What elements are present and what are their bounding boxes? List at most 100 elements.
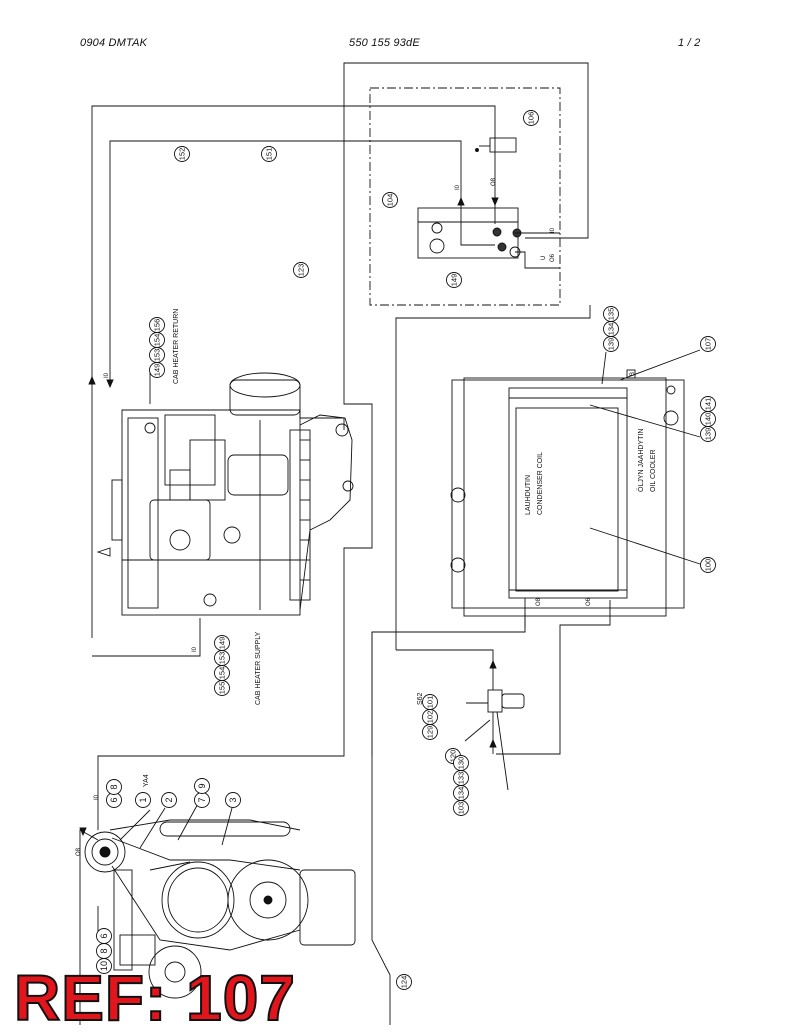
svg-text:154: 154 bbox=[218, 667, 227, 680]
callout-cooler-right-141: 141 bbox=[700, 396, 716, 412]
svg-text:107: 107 bbox=[704, 338, 713, 351]
callout-left-bottom-6: 6 bbox=[96, 928, 112, 944]
svg-text:2: 2 bbox=[164, 797, 174, 802]
svg-text:130: 130 bbox=[457, 757, 466, 770]
callout-123: 123 bbox=[293, 262, 309, 278]
svg-text:134: 134 bbox=[607, 323, 616, 336]
callout-cooler-right-139: 139 bbox=[700, 426, 716, 442]
callout-cab-supply-155: 155 bbox=[214, 680, 230, 696]
mark-u: U bbox=[541, 256, 547, 260]
callout-151: 151 bbox=[261, 146, 277, 162]
svg-text:10: 10 bbox=[99, 961, 109, 971]
ref-stamp: REF: 107 bbox=[13, 962, 296, 1034]
svg-text:134: 134 bbox=[457, 787, 466, 800]
svg-text:149: 149 bbox=[218, 637, 227, 650]
callout-cab-return-153: 153 bbox=[149, 347, 165, 363]
pipe-123 bbox=[97, 262, 373, 830]
callout-2: 2 bbox=[161, 792, 177, 808]
mark-o8-c: O8 bbox=[76, 847, 82, 856]
callout-valve-bottom-133: 133 bbox=[453, 770, 469, 786]
svg-text:135: 135 bbox=[607, 308, 616, 321]
callout-cab-return-149: 149 bbox=[149, 362, 165, 378]
callout-valve-top-129: 129 bbox=[422, 724, 438, 740]
label-condenser-fi: LAUHDUTIN bbox=[525, 475, 532, 515]
svg-text:141: 141 bbox=[704, 398, 713, 411]
svg-text:154: 154 bbox=[153, 334, 162, 347]
mark-i0-d: I0 bbox=[192, 646, 198, 652]
header-page: 1 / 2 bbox=[678, 37, 701, 49]
svg-text:139: 139 bbox=[704, 428, 713, 441]
callout-cab-return-156: 156 bbox=[149, 317, 165, 333]
mark-o8-b: O8 bbox=[536, 597, 542, 606]
label-oil-cooler-en: OIL COOLER bbox=[650, 449, 657, 492]
svg-text:8: 8 bbox=[99, 948, 109, 953]
callout-1: 1 bbox=[135, 792, 151, 808]
callout-cooler-top-139: 139 bbox=[603, 336, 619, 352]
svg-text:7: 7 bbox=[197, 797, 207, 802]
mark-o6-a: O6 bbox=[550, 253, 556, 262]
svg-text:6: 6 bbox=[99, 933, 109, 938]
mark-i0-c: I0 bbox=[104, 372, 110, 378]
callout-valve-bottom-103: 103 bbox=[453, 800, 469, 816]
svg-text:151: 151 bbox=[265, 148, 274, 161]
svg-text:139: 139 bbox=[607, 338, 616, 351]
cooler-assembly bbox=[371, 305, 701, 756]
mark-o6-b: O6 bbox=[586, 597, 592, 606]
callout-cab-supply-154: 154 bbox=[214, 665, 230, 681]
svg-text:100: 100 bbox=[704, 559, 713, 572]
header-part-number: 550 155 93dE bbox=[349, 37, 420, 49]
callout-149: 149 bbox=[446, 272, 462, 288]
svg-text:133: 133 bbox=[457, 772, 466, 785]
callout-106: 106 bbox=[523, 110, 539, 126]
valve-assembly bbox=[396, 649, 525, 791]
label-cab-heater-return: CAB HEATER RETURN bbox=[173, 309, 180, 384]
svg-text:1: 1 bbox=[138, 797, 148, 802]
callout-valve-top-101: 101 bbox=[422, 694, 438, 710]
svg-text:6: 6 bbox=[109, 797, 119, 802]
callout-107: 107 bbox=[700, 336, 716, 352]
label-ya4: YA4 bbox=[143, 774, 150, 787]
callout-cab-supply-153: 153 bbox=[214, 650, 230, 666]
header-code: 0904 DMTAK bbox=[80, 37, 148, 49]
callout-valve-bottom-134: 134 bbox=[453, 785, 469, 801]
callout-152: 152 bbox=[174, 146, 190, 162]
callout-124: 124 bbox=[396, 974, 412, 990]
callout-cab-supply-149: 149 bbox=[214, 635, 230, 651]
mark-b: B bbox=[630, 372, 636, 376]
label-condenser-en: CONDENSER COIL bbox=[537, 452, 544, 515]
svg-text:153: 153 bbox=[153, 349, 162, 362]
svg-text:3: 3 bbox=[228, 797, 238, 802]
callout-104: 104 bbox=[382, 192, 398, 208]
svg-text:149: 149 bbox=[450, 274, 459, 287]
svg-text:140: 140 bbox=[704, 413, 713, 426]
callout-valve-bottom-130: 130 bbox=[453, 755, 469, 771]
svg-text:149: 149 bbox=[153, 364, 162, 377]
label-cab-heater-supply: CAB HEATER SUPPLY bbox=[255, 631, 262, 705]
label-s62: S62 bbox=[417, 692, 424, 705]
callout-8: 8 bbox=[106, 779, 122, 795]
svg-text:102: 102 bbox=[426, 711, 435, 724]
label-oil-cooler-fi: ÖLJYN JAAHDYTIN bbox=[637, 429, 645, 492]
callout-100: 100 bbox=[700, 557, 716, 573]
svg-text:156: 156 bbox=[153, 319, 162, 332]
svg-text:8: 8 bbox=[109, 784, 119, 789]
svg-text:9: 9 bbox=[197, 783, 207, 788]
callout-cooler-right-140: 140 bbox=[700, 411, 716, 427]
svg-text:101: 101 bbox=[426, 696, 435, 709]
callout-left-bottom-8: 8 bbox=[96, 943, 112, 959]
mark-o8-a: O8 bbox=[491, 177, 497, 186]
callout-valve-top-102: 102 bbox=[422, 709, 438, 725]
callout-9: 9 bbox=[194, 778, 210, 794]
svg-text:124: 124 bbox=[400, 976, 409, 989]
svg-text:123: 123 bbox=[297, 264, 306, 277]
compressor-assembly bbox=[79, 632, 391, 1025]
callout-7: 7 bbox=[194, 792, 210, 808]
svg-text:104: 104 bbox=[386, 194, 395, 207]
svg-text:103: 103 bbox=[457, 802, 466, 815]
mark-i0-a: I0 bbox=[455, 184, 461, 190]
svg-text:106: 106 bbox=[527, 112, 536, 125]
callout-3: 3 bbox=[225, 792, 241, 808]
callout-cab-return-154: 154 bbox=[149, 332, 165, 348]
rotated-labels: CAB HEATER RETURN CAB HEATER SUPPLY LAUHDU… bbox=[76, 177, 657, 856]
